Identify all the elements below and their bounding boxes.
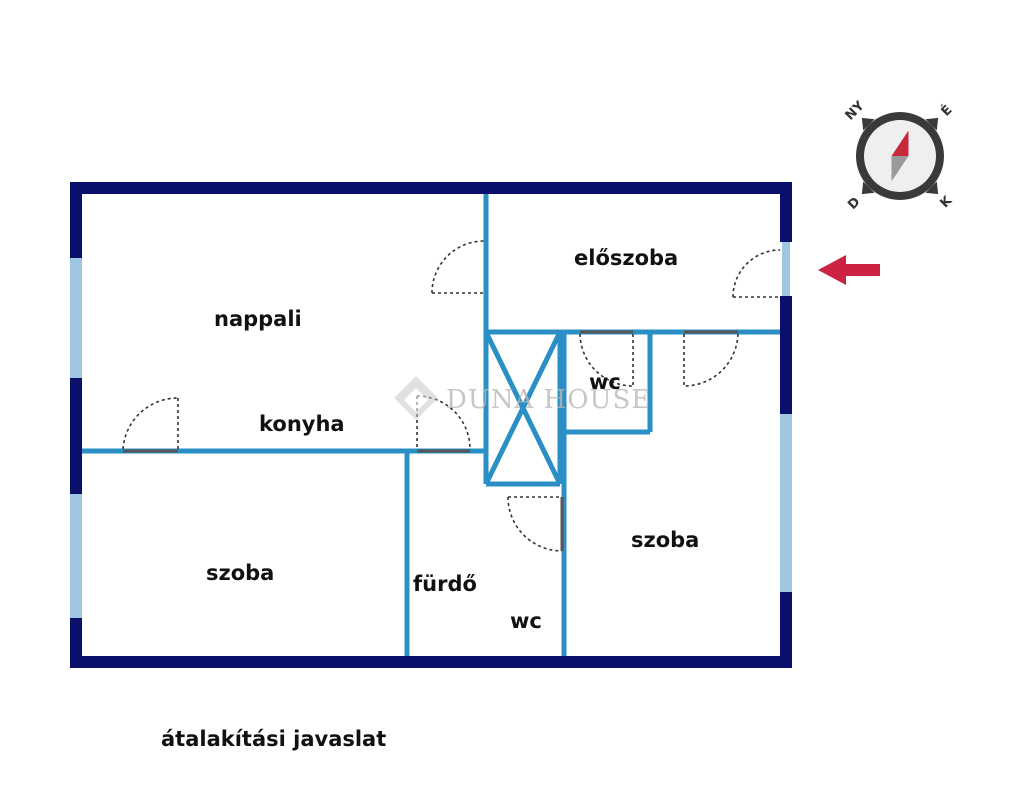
room-labels: nappali konyha előszoba wc szoba fürdő w… [206, 246, 699, 633]
room-label-konyha: konyha [259, 412, 345, 436]
door-szoba-right [683, 330, 739, 387]
room-label-wc-top: wc [589, 370, 621, 394]
compass-tick-n [861, 117, 875, 131]
room-label-szoba-right: szoba [631, 528, 699, 552]
compass-tick-e [925, 117, 939, 131]
door-szoba-left [122, 397, 179, 453]
door-nappali-eloszoba [431, 240, 485, 294]
watermark-text: DUNA HOUSE [446, 385, 651, 415]
compass-letter-s: K [937, 193, 955, 211]
entrance-arrow-icon [818, 255, 880, 285]
watermark: DUNA HOUSE [394, 376, 651, 420]
window-right [780, 414, 792, 592]
outer-wall-right-middle [780, 296, 792, 414]
shaft-cross-b [483, 330, 563, 486]
door-wc-bottom [507, 496, 564, 552]
watermark-logo-icon [394, 376, 438, 420]
entrance-door-frame [782, 242, 790, 296]
window-left-bottom [70, 494, 82, 618]
room-label-eloszoba: előszoba [574, 246, 678, 270]
door-wc-top [579, 330, 634, 387]
compass-tick-s [925, 181, 939, 195]
compass-tick-w [861, 181, 875, 195]
room-label-szoba-left: szoba [206, 561, 274, 585]
windows [70, 242, 792, 618]
outer-wall-right-bottom [780, 592, 792, 668]
compass-letter-e: É [938, 102, 956, 120]
room-label-furdo: fürdő [413, 572, 477, 596]
doors [122, 240, 781, 552]
outer-wall-top [70, 182, 792, 194]
compass-letter-w: D [845, 194, 863, 212]
compass: NY É K D [843, 98, 956, 213]
room-label-wc-bottom: wc [510, 609, 542, 633]
outer-wall-right-top [780, 182, 792, 242]
door-entrance [732, 249, 781, 298]
outer-wall-bottom [70, 656, 792, 668]
plan-caption: átalakítási javaslat [161, 727, 386, 751]
room-label-nappali: nappali [214, 307, 302, 331]
window-left-top [70, 258, 82, 378]
